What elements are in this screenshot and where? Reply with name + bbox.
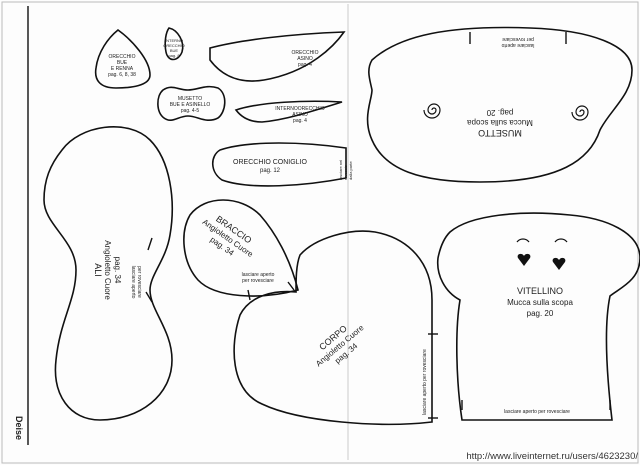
svg-text:Mucca sulla scopa: Mucca sulla scopa — [507, 298, 573, 307]
note-braccio: lasciare aperto per rovesciare — [242, 272, 275, 284]
shape-orecchio-asino — [209, 31, 346, 82]
svg-text:pag. 4-5: pag. 4-5 — [181, 108, 200, 114]
svg-text:pag. 6, 8, 38: pag. 6, 8, 38 — [108, 72, 136, 78]
svg-text:MUSETTO: MUSETTO — [478, 128, 522, 138]
svg-text:ALI: ALI — [93, 263, 103, 277]
svg-text:per rovesciare: per rovesciare — [242, 278, 274, 284]
shape-vitellino — [436, 212, 640, 421]
svg-text:pag. 8: pag. 8 — [168, 53, 180, 58]
label-musetto: MUSETTO Mucca sulla scopa pag. 20 — [467, 108, 533, 138]
svg-text:INTERNO: INTERNO — [165, 38, 183, 43]
tick-marks — [145, 32, 611, 419]
note-vitellino: lasciare aperto per rovesciare — [504, 409, 570, 415]
svg-text:lasciare aperto: lasciare aperto — [501, 42, 534, 48]
label-interno-orecchio-asino: INTERNOORECCHIO ASINO pag. 4 — [275, 106, 325, 124]
label-corpo: CORPO Angioletto Cuore pag. 34 — [314, 323, 366, 369]
label-ali: ALI Angioletto Cuore pag. 34 — [93, 240, 122, 300]
shape-orecchio-coniglio — [211, 142, 347, 187]
svg-text:ORECCHIO: ORECCHIO — [109, 54, 136, 60]
svg-text:Deise: Deise — [14, 416, 24, 440]
svg-text:ASINO: ASINO — [297, 56, 313, 62]
note-musetto: lasciare aperto per rovesciare — [501, 36, 534, 48]
note-corpo: lasciare aperto per rovesciare — [422, 349, 428, 415]
svg-text:pag. 34: pag. 34 — [113, 257, 122, 284]
shape-corpo — [233, 230, 433, 426]
note-ali: lasciare aperto per rovesciare — [130, 266, 142, 299]
svg-text:per rovesciare: per rovesciare — [502, 36, 534, 42]
shape-interno-orecchio-asino — [234, 100, 343, 123]
svg-text:ASINO: ASINO — [292, 112, 308, 118]
shape-braccio — [183, 199, 299, 297]
svg-text:INTERNOORECCHIO: INTERNOORECCHIO — [275, 106, 325, 112]
svg-text:Mucca sulla scopa: Mucca sulla scopa — [467, 118, 533, 127]
label-orecchio-asino: ORECCHIO ASINO pag. 4 — [292, 50, 319, 68]
svg-text:pag. 20: pag. 20 — [486, 108, 513, 117]
label-musetto-bue: MUSETTO BUE E ASINELLO pag. 4-5 — [170, 96, 211, 114]
label-orecchio-bue: ORECCHIO BUE E RENNA pag. 6, 8, 38 — [108, 54, 136, 78]
note-orecchio-coniglio: lasciare nel rovescio dalla parte — [338, 160, 353, 180]
svg-text:ORECCHIO CONIGLIO: ORECCHIO CONIGLIO — [233, 159, 307, 166]
svg-text:rovescio: rovescio — [343, 164, 348, 180]
musetto-spirals — [423, 103, 589, 121]
svg-text:lasciare aperto: lasciare aperto — [130, 266, 136, 299]
shape-musetto-mucca — [366, 26, 633, 183]
shape-orecchio-bue — [94, 28, 151, 89]
svg-text:E RENNA: E RENNA — [111, 66, 134, 72]
svg-text:BUE: BUE — [170, 48, 179, 53]
svg-text:pag. 12: pag. 12 — [260, 168, 281, 174]
shape-ali — [43, 126, 173, 421]
label-orecchio-coniglio: ORECCHIO CONIGLIO pag. 12 — [233, 159, 307, 174]
shape-musetto-bue — [157, 85, 226, 122]
svg-text:lasciare nel: lasciare nel — [338, 160, 343, 180]
signature: Deise — [14, 416, 24, 440]
svg-text:lasciare aperto: lasciare aperto — [242, 272, 275, 278]
svg-text:Angioletto Cuore: Angioletto Cuore — [103, 240, 112, 300]
svg-text:pag. 4: pag. 4 — [298, 62, 312, 68]
svg-text:BUE: BUE — [117, 60, 128, 66]
svg-text:pag. 4: pag. 4 — [293, 118, 307, 124]
svg-text:dalla parte: dalla parte — [348, 161, 353, 180]
shape-interno-orecchio — [164, 27, 184, 61]
svg-text:BUE E ASINELLO: BUE E ASINELLO — [170, 102, 211, 108]
svg-text:ORECCHIO: ORECCHIO — [292, 50, 319, 56]
svg-text:ORECCHIO: ORECCHIO — [163, 43, 185, 48]
watermark-url: http://www.liveinternet.ru/users/4623230… — [466, 451, 638, 462]
svg-text:MUSETTO: MUSETTO — [178, 96, 202, 102]
label-vitellino: VITELLINO Mucca sulla scopa pag. 20 — [507, 286, 573, 318]
label-interno-orecchio: INTERNO ORECCHIO BUE pag. 8 — [163, 38, 185, 58]
svg-text:VITELLINO: VITELLINO — [517, 286, 563, 296]
svg-text:lasciare aperto per rovesciare: lasciare aperto per rovesciare — [422, 349, 428, 415]
vitellino-face — [516, 238, 568, 270]
svg-text:pag. 20: pag. 20 — [527, 309, 554, 318]
svg-text:per rovesciare: per rovesciare — [136, 266, 142, 298]
label-braccio: BRACCIO Angioletto Cuore pag. 34 — [201, 214, 255, 260]
